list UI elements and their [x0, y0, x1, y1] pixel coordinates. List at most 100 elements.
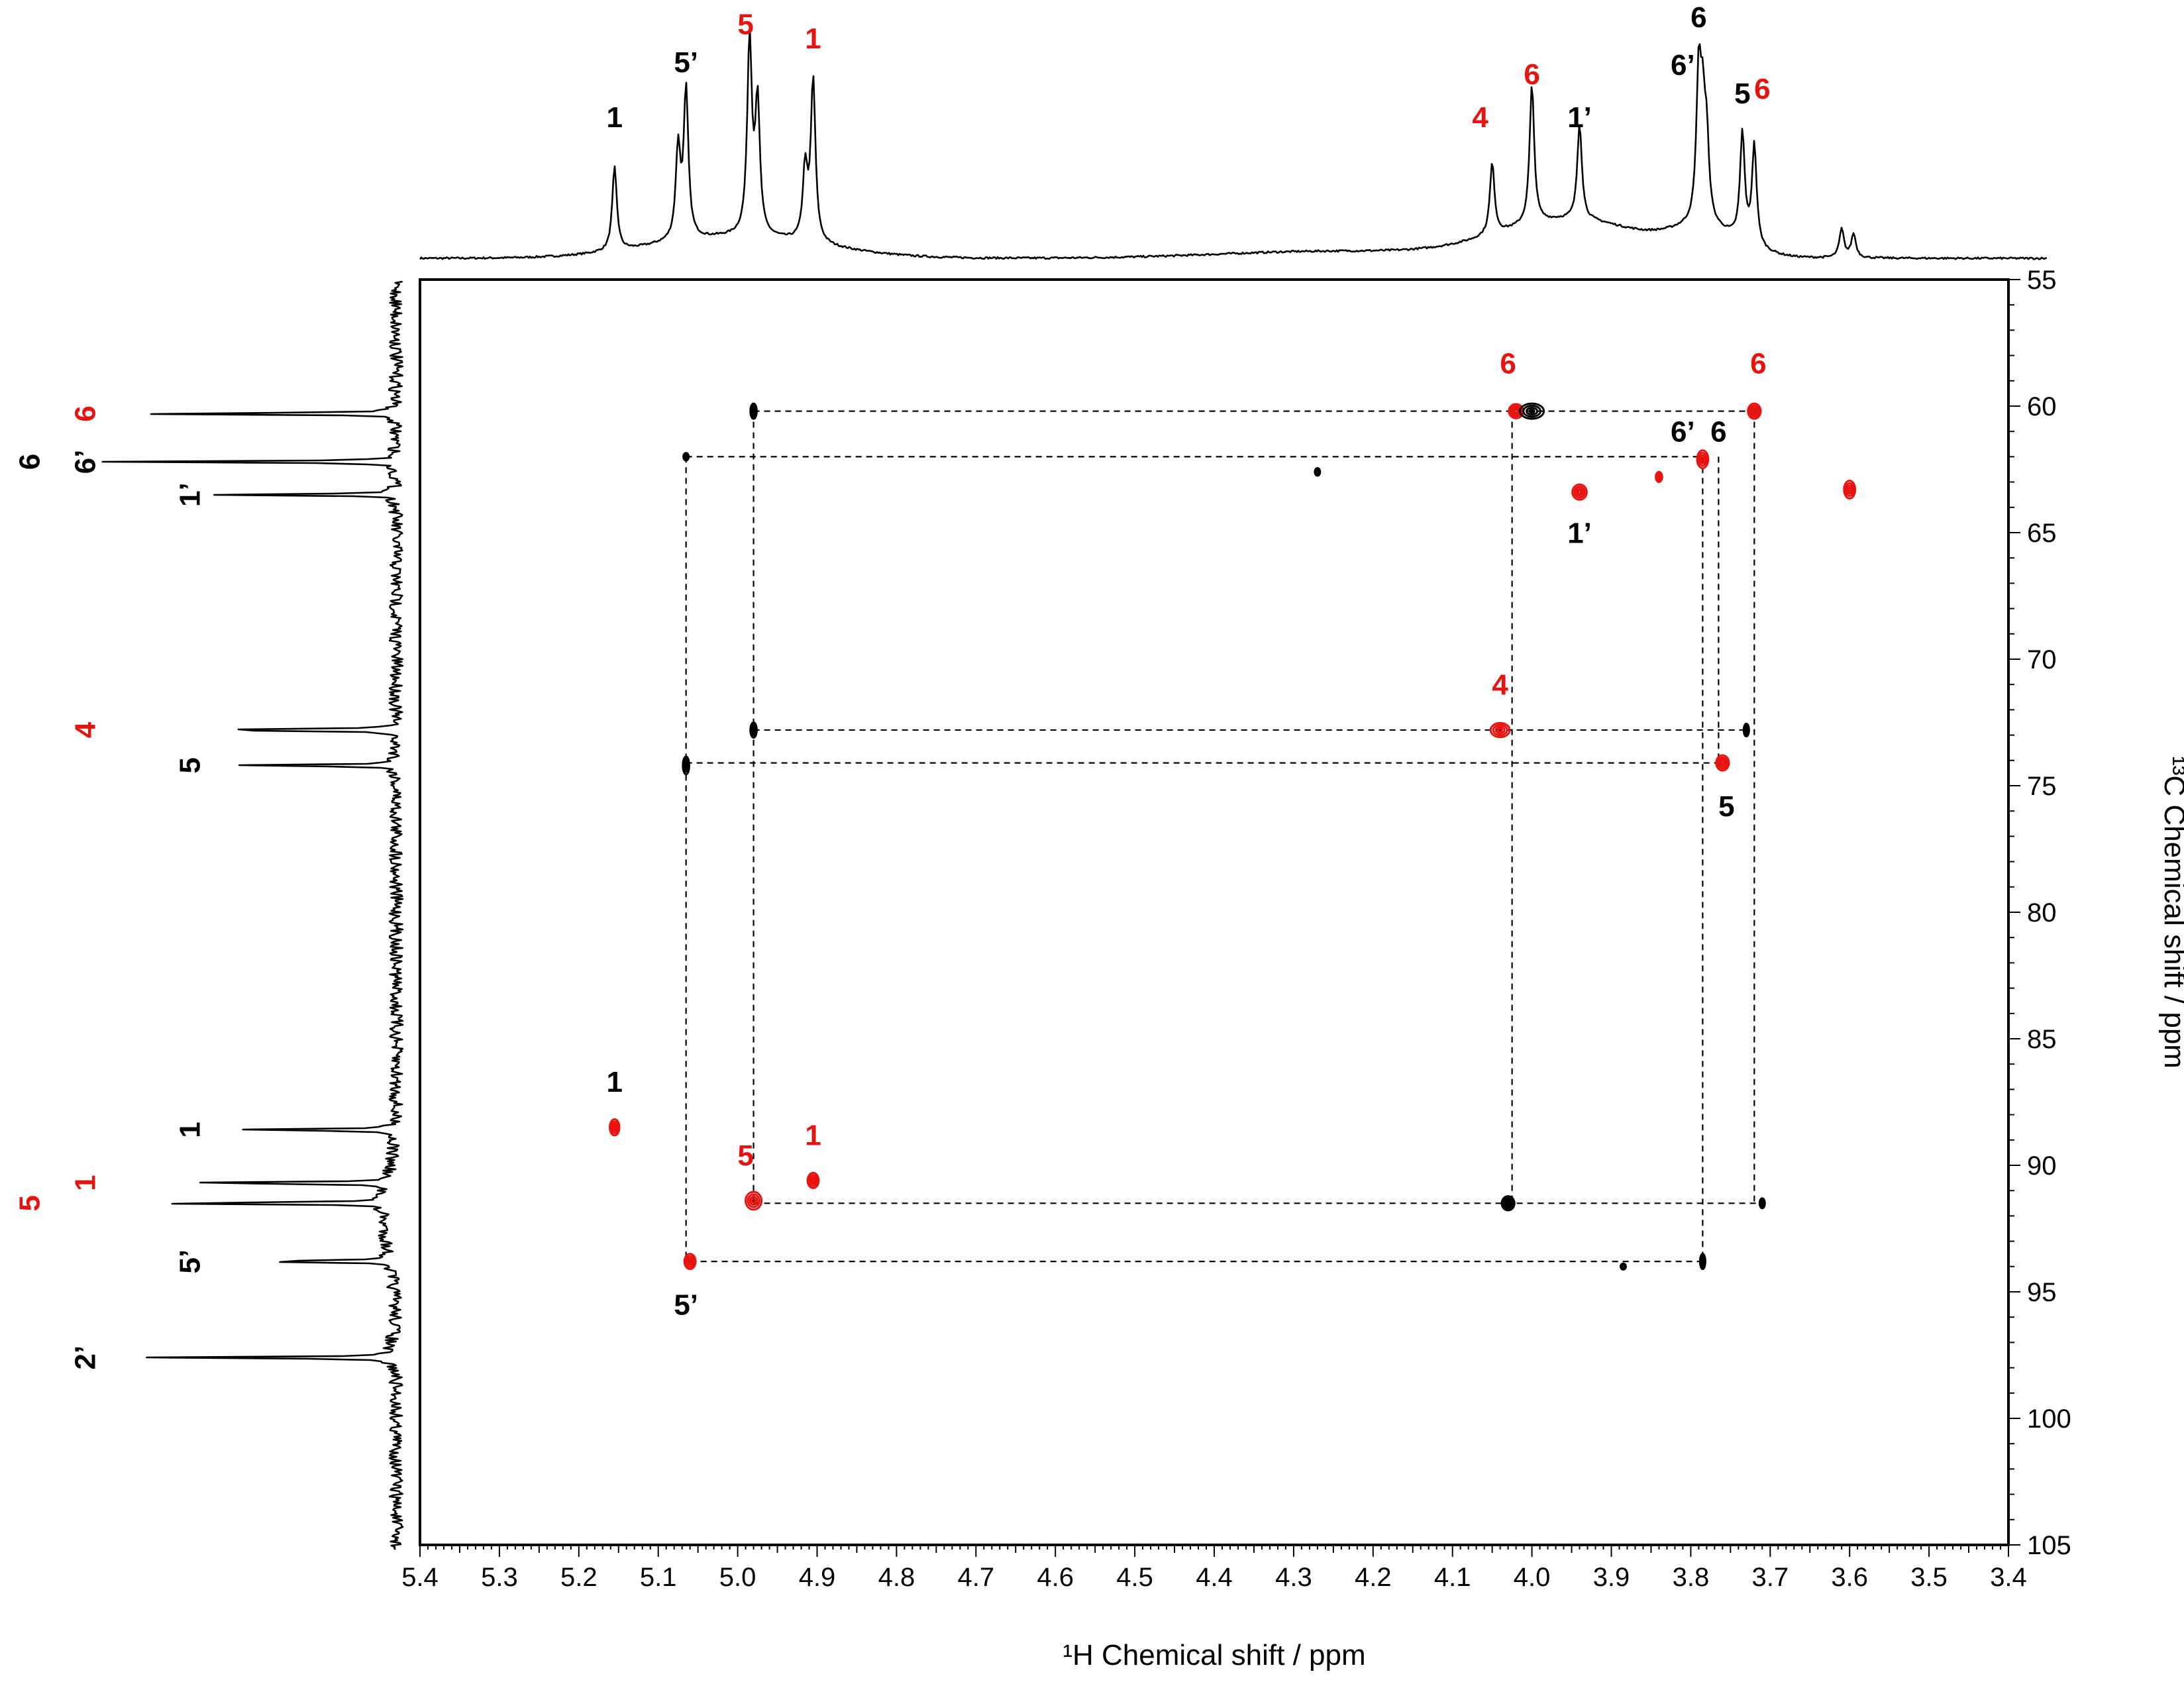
carbon-projection-label: 1: [174, 1122, 207, 1137]
contour-level: [1513, 409, 1519, 414]
contour-level: [1526, 406, 1539, 416]
cross-peak: [749, 402, 758, 420]
y-tick-label: 60: [2027, 392, 2057, 421]
cross-peak: [683, 1253, 697, 1271]
proton-projection-label: 5’: [674, 46, 698, 79]
contour-level: [1751, 408, 1757, 414]
carbon-projection-label: 5: [14, 1195, 46, 1211]
contour-level: [808, 1174, 819, 1187]
cross-peak: [1519, 402, 1545, 420]
contour-level: [688, 1259, 692, 1264]
x-tick-label: 5.2: [560, 1563, 598, 1592]
contour-level: [745, 1190, 763, 1211]
cross-peak: [806, 1171, 820, 1189]
y-tick-label: 70: [2027, 645, 2057, 674]
contour-level: [685, 1255, 696, 1268]
contour-level: [1494, 725, 1506, 735]
contour-peak-label: 6: [1750, 347, 1766, 380]
contour-level: [1571, 483, 1588, 501]
contour-level: [1747, 402, 1762, 420]
x-tick-label: 3.6: [1831, 1563, 1868, 1592]
contour-level: [1720, 760, 1725, 766]
carbon-projection-label: 6: [14, 454, 46, 470]
contour-level: [1847, 486, 1852, 493]
contour-level: [1696, 449, 1710, 470]
proton-projection-label: 1: [805, 23, 821, 55]
cross-peak: [682, 452, 690, 462]
proton-projection-label: 1’: [1567, 101, 1592, 134]
contour-level: [749, 1195, 758, 1206]
contour-level: [806, 1171, 820, 1189]
contour-level: [811, 1178, 815, 1183]
contour-level: [1577, 490, 1583, 495]
contour-peak-label: 6’: [1671, 415, 1695, 448]
proton-projection-label: 1: [607, 101, 623, 134]
contour-level: [1316, 470, 1320, 474]
y-axis-title: ¹³C Chemical shift / ppm: [2158, 756, 2184, 1069]
y-tick-label: 105: [2027, 1531, 2071, 1560]
contour-peak-label: 5: [1718, 790, 1734, 823]
x-tick-label: 4.1: [1434, 1563, 1471, 1592]
cross-peak: [745, 1190, 763, 1211]
carbon-projection-label: 4: [70, 721, 102, 738]
connectivity-lines: [685, 410, 1763, 1263]
carbon-projection-trace: [101, 280, 404, 1550]
contour-level: [1745, 727, 1748, 733]
contour-level: [612, 1124, 617, 1130]
proton-projection-label: 5: [737, 9, 753, 41]
cross-peak: [1696, 449, 1710, 470]
carbon-projection-label: 5: [174, 757, 207, 773]
contour-level: [1715, 754, 1730, 772]
carbon-projection-label: 1’: [174, 482, 207, 507]
carbon-projection-label: 5’: [174, 1249, 207, 1274]
contour-peak-label: 6: [1710, 415, 1726, 448]
contour-level: [1497, 727, 1504, 733]
cross-peak: [1500, 1195, 1516, 1212]
contour-level: [1492, 723, 1508, 737]
contour-level: [609, 1118, 621, 1137]
contour-peak-label: 1’: [1567, 517, 1592, 549]
contour-level: [1718, 758, 1727, 768]
y-tick-label: 100: [2027, 1404, 2071, 1434]
cross-peak: [1314, 467, 1322, 477]
contour-level: [683, 1253, 697, 1271]
contour-level: [1700, 456, 1705, 462]
x-tick-label: 4.0: [1514, 1563, 1551, 1592]
contour-level: [1846, 484, 1853, 495]
x-tick-label: 4.7: [957, 1563, 994, 1592]
contour-level: [1573, 486, 1586, 499]
contour-level: [1575, 488, 1584, 497]
proton-projection-label: 6: [1524, 58, 1539, 91]
carbon-projection-label: 2’: [70, 1345, 102, 1370]
x-tick-label: 4.8: [878, 1563, 915, 1592]
cross-peak: [1715, 754, 1730, 772]
x-axis-title: ¹H Chemical shift / ppm: [1063, 1639, 1365, 1671]
y-tick-label: 90: [2027, 1151, 2057, 1181]
contour-level: [1748, 404, 1760, 418]
x-tick-label: 4.6: [1037, 1563, 1074, 1592]
cross-peak: [1508, 403, 1524, 419]
contour-level: [1502, 1197, 1514, 1210]
contour-level: [752, 408, 756, 414]
contour-peak-label: 6: [1500, 347, 1516, 380]
x-tick-label: 3.8: [1673, 1563, 1710, 1592]
x-tick-label: 4.4: [1196, 1563, 1233, 1592]
proton-projection-label: 6’: [1671, 49, 1695, 81]
contour-level: [1510, 405, 1522, 417]
x-tick-label: 5.3: [481, 1563, 518, 1592]
contour-peak-label: 1: [805, 1119, 821, 1151]
proton-projection-trace: [419, 26, 2048, 260]
carbon-projection-label: 1: [70, 1175, 102, 1190]
contour-level: [1844, 482, 1855, 498]
contour-level: [1761, 1201, 1764, 1206]
proton-projection-label: 4: [1472, 101, 1488, 134]
x-tick-label: 5.1: [640, 1563, 677, 1592]
contour-level: [1701, 1259, 1704, 1264]
carbon-projection-label: 6’: [70, 450, 102, 474]
contour-peak-label: 5’: [674, 1289, 698, 1321]
contour-level: [684, 763, 688, 768]
contour-level: [752, 727, 756, 733]
